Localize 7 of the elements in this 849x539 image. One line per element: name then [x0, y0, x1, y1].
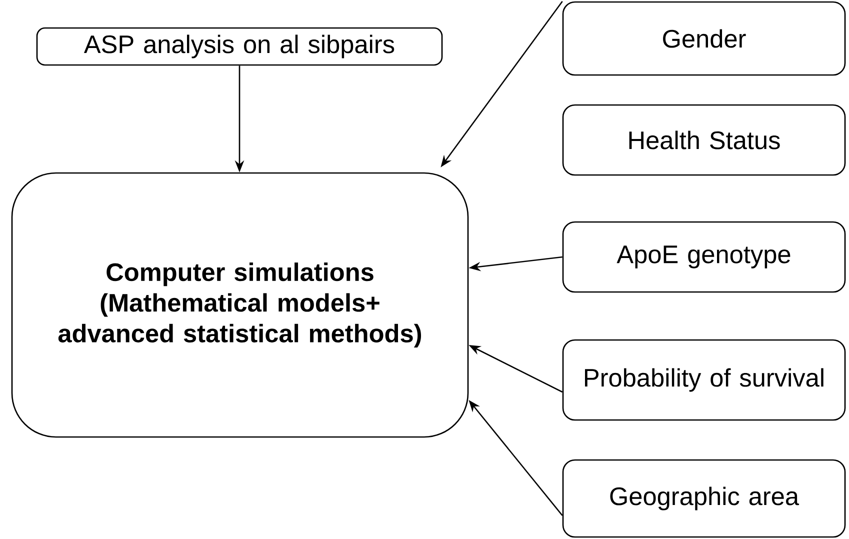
- process-box: Computer simulations (Mathematical models+ advanced statistical methods): [11, 172, 469, 438]
- process-box: Geographic area: [562, 459, 846, 538]
- process-box: Health Status: [562, 104, 846, 176]
- process-box: ApoE genotype: [562, 221, 846, 293]
- process-box: ASP analysis on al sibpairs: [36, 27, 443, 66]
- process-box: Gender: [562, 1, 846, 76]
- process-box: Probability of survival: [562, 339, 846, 421]
